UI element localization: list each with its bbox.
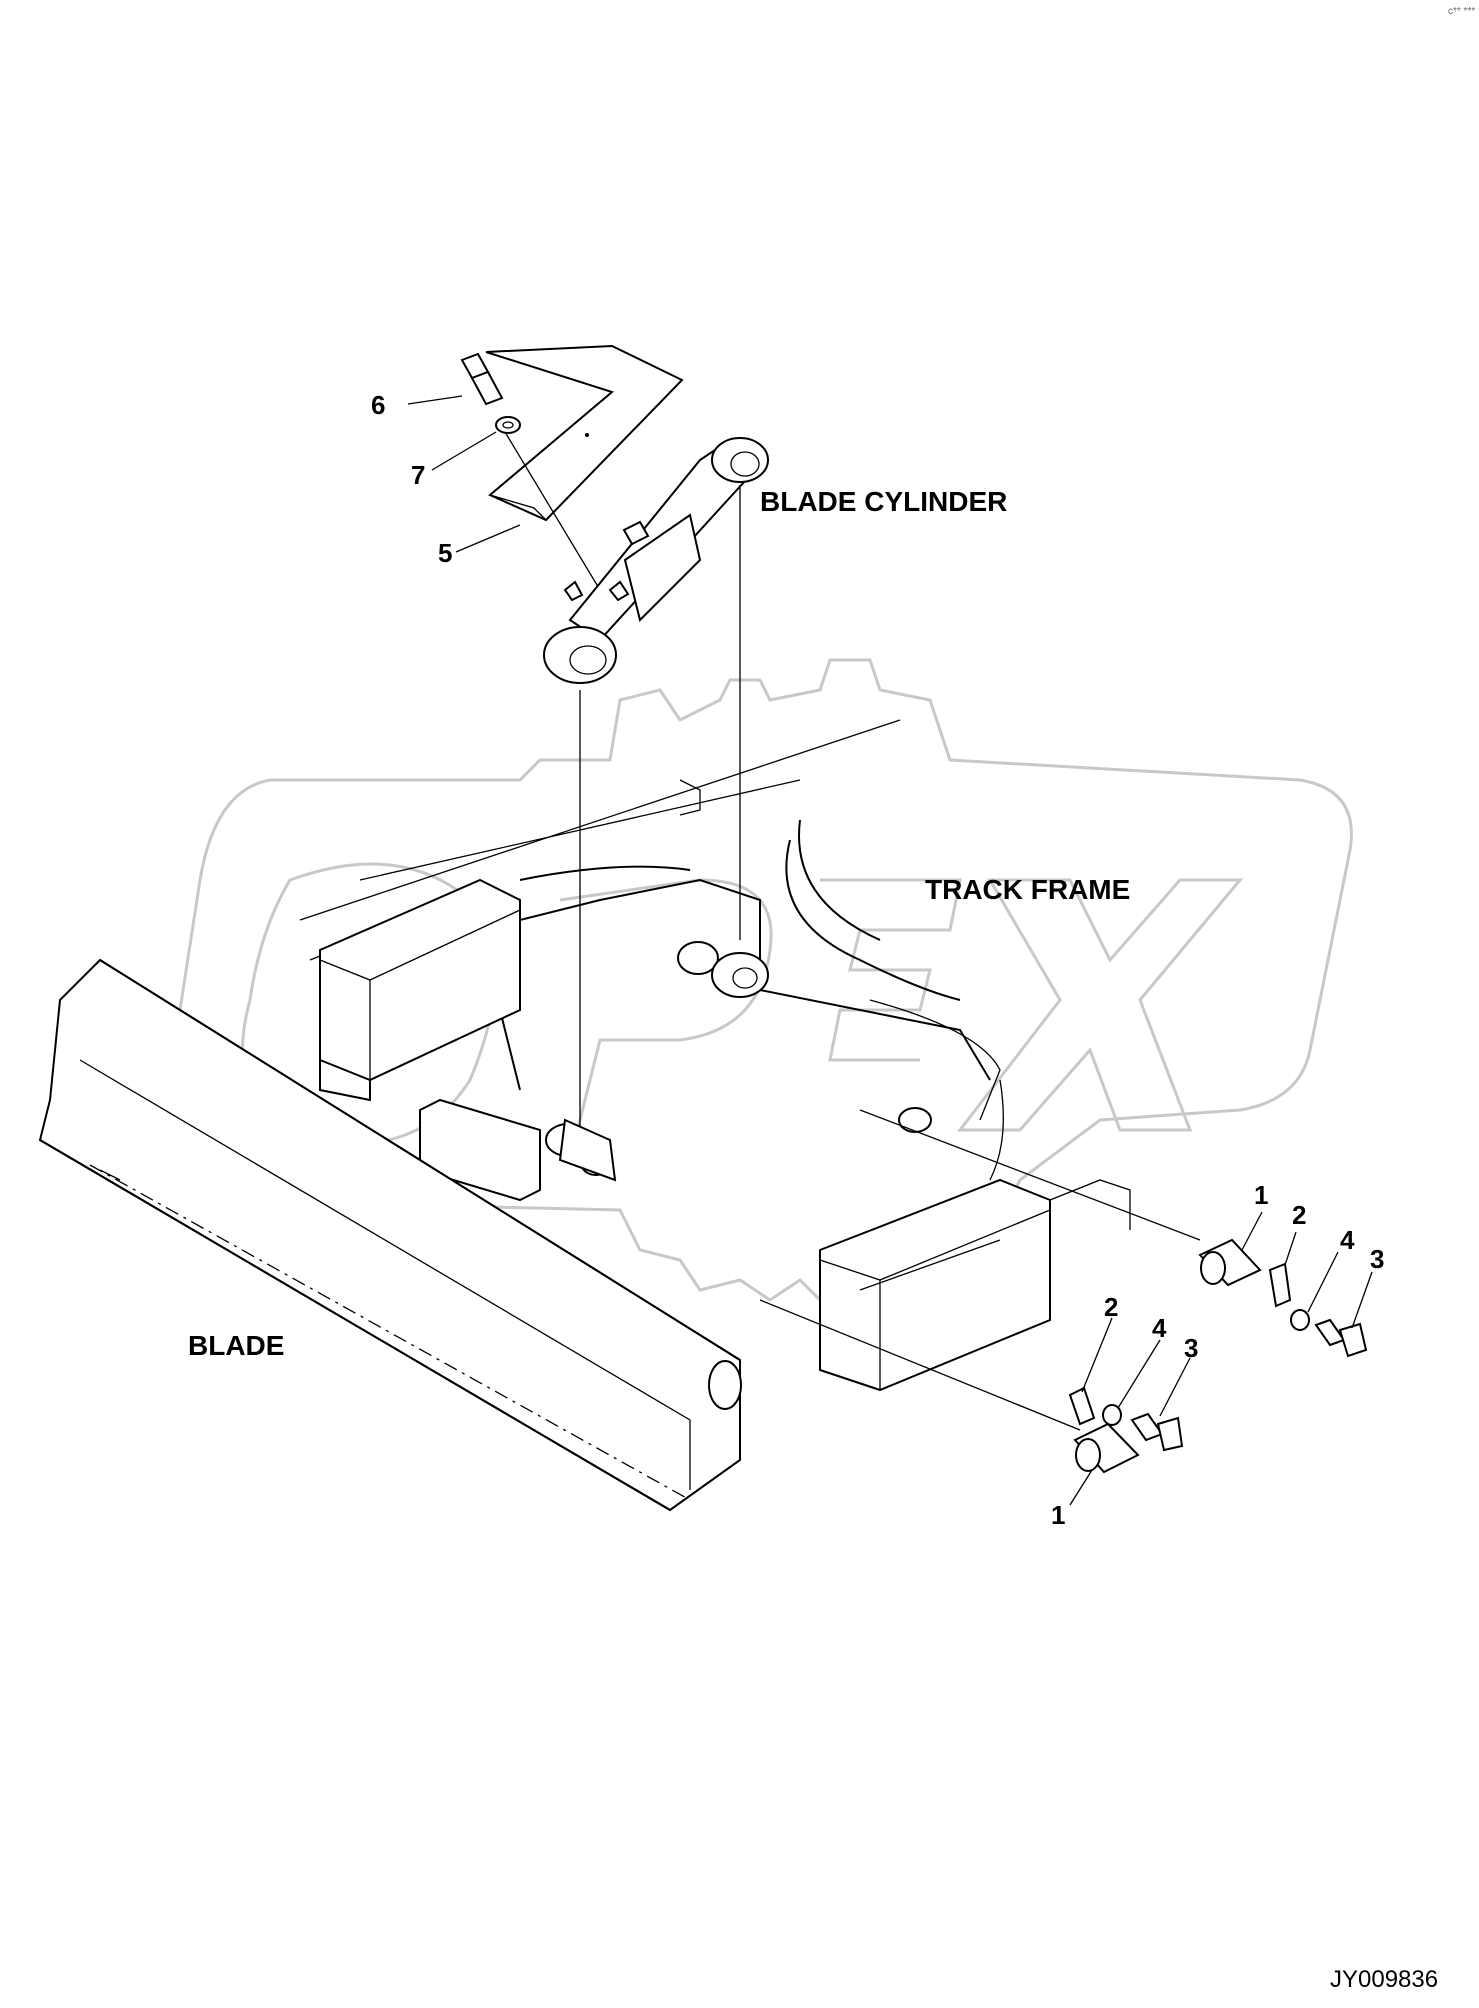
blade-part	[38, 958, 742, 1512]
lock-plate-part-2-lower	[1068, 1386, 1096, 1426]
callout-5: 5	[438, 538, 453, 568]
callout-leaders	[407, 395, 1373, 1506]
callout-2-lower: 2	[1104, 1292, 1119, 1322]
left-side-bracket-part	[319, 878, 521, 1082]
right-side-bracket-part	[819, 1178, 1131, 1392]
washer-part-7	[495, 416, 521, 434]
cover-plate-part-5	[485, 344, 684, 522]
callout-1-lower: 1	[1051, 1500, 1066, 1530]
bolt-part-3-right	[1314, 1318, 1368, 1358]
callout-4-right: 4	[1340, 1225, 1355, 1255]
label-blade: BLADE	[188, 1330, 285, 1361]
opex-watermark-logo	[156, 658, 1353, 1312]
callout-7: 7	[411, 460, 426, 490]
blade-pivot-mount-part	[419, 1098, 617, 1202]
lock-plate-part-2-right	[1268, 1262, 1292, 1308]
callout-6: 6	[371, 390, 386, 420]
callout-3-right: 3	[1370, 1244, 1385, 1274]
label-blade-cylinder: BLADE CYLINDER	[760, 486, 1008, 517]
callout-4-lower: 4	[1152, 1313, 1167, 1343]
washer-part-4-right	[1290, 1309, 1310, 1331]
callout-1-right: 1	[1254, 1180, 1269, 1210]
callout-3-lower: 3	[1184, 1333, 1199, 1363]
washer-part-4-lower	[1102, 1404, 1122, 1426]
bolt-part-3-lower	[1130, 1412, 1184, 1452]
callout-2-right: 2	[1292, 1200, 1307, 1230]
figure-id: JY009836	[1330, 1966, 1439, 1993]
bolt-part-6	[460, 352, 504, 406]
pin-part-1-lower	[1073, 1422, 1140, 1474]
label-track-frame: TRACK FRAME	[925, 874, 1131, 905]
blade-cylinder-part	[543, 437, 769, 684]
pin-part-1-right	[1198, 1238, 1262, 1287]
corner-mark: c** ***	[1448, 6, 1476, 17]
